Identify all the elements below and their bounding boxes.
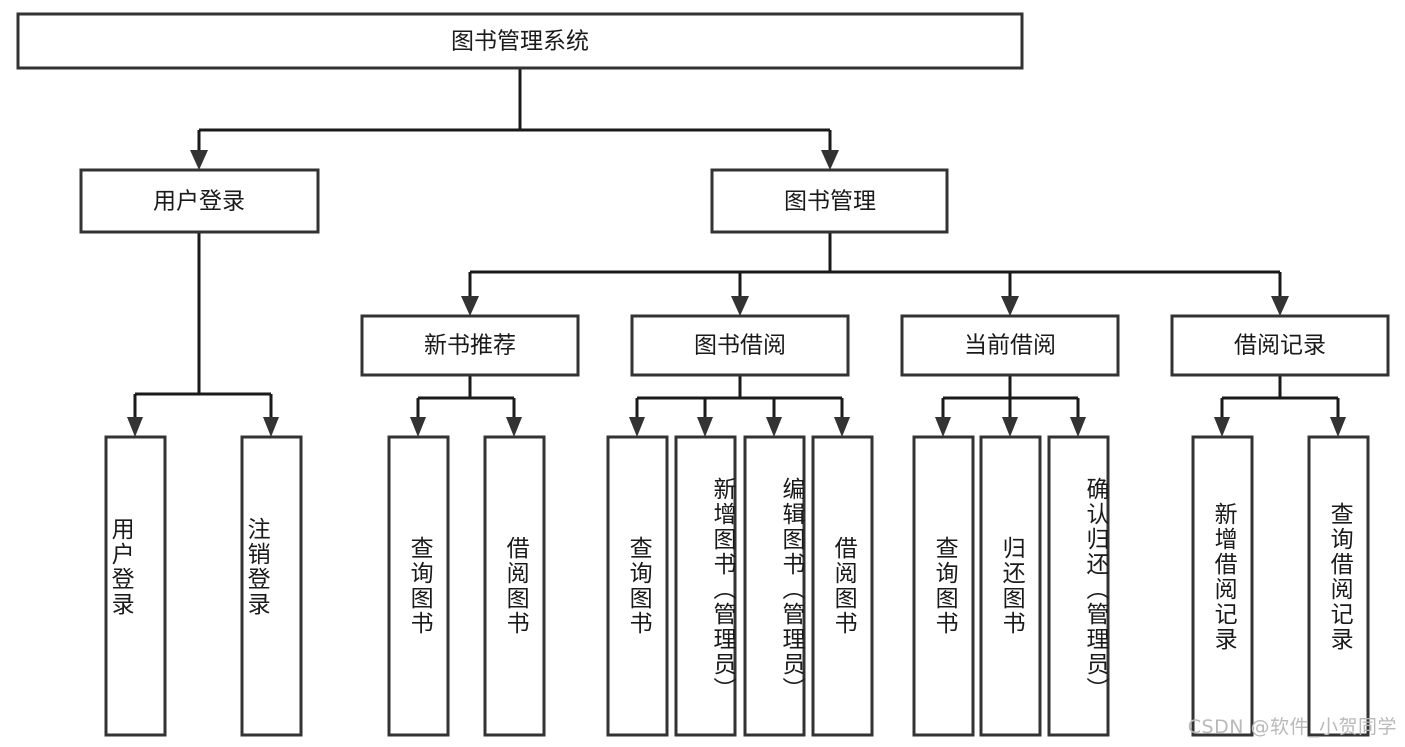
leaf-box-return-book[interactable] [979, 435, 1042, 737]
node-label-user-login: 用户登录 [153, 189, 245, 215]
arrowhead-leaf-user-login [127, 417, 143, 437]
node-label-current-borrow: 当前借阅 [964, 333, 1056, 359]
leaf-box-user-login[interactable] [104, 435, 167, 737]
node-label-borrow-record: 借阅记录 [1234, 333, 1326, 359]
arrowhead-leaf-confirm-return [1070, 417, 1086, 437]
node-box-book-borrow[interactable] [630, 314, 850, 377]
arrowhead-leaf-query-record [1330, 417, 1346, 437]
leaf-box-borrow-book-b[interactable] [811, 435, 874, 737]
leaf-box-confirm-return[interactable] [1047, 435, 1110, 737]
arrowhead-borrowrecord [1271, 296, 1289, 316]
arrowhead-bookborrow [731, 296, 749, 316]
arrowhead-leaf-return-book [1002, 417, 1018, 437]
arrowhead-leaf-borrow-book-b [834, 417, 850, 437]
node-label-new-book-recommend: 新书推荐 [424, 333, 516, 359]
leaf-box-query-book-c[interactable] [912, 435, 975, 737]
connector-group-current-borrow [935, 375, 1086, 437]
node-box-new-book-recommend[interactable] [360, 314, 580, 377]
arrowhead-leaf-edit-book [766, 417, 782, 437]
arrowhead-leaf-add-record [1214, 417, 1230, 437]
node-label-book-borrow: 图书借阅 [694, 333, 786, 359]
arrowhead-currentborrow [1001, 296, 1019, 316]
arrowhead-leaf-borrow-book-a [506, 417, 522, 437]
arrowhead-leaf-query-book-c [935, 417, 951, 437]
leaf-box-add-record[interactable] [1191, 435, 1254, 737]
leaf-box-query-book-a[interactable] [387, 435, 450, 737]
connector-group-book-borrow [629, 375, 850, 437]
node-label-root: 图书管理系统 [451, 29, 589, 55]
connector-group-book-manage [461, 232, 1289, 316]
leaf-box-query-book-b[interactable] [606, 435, 669, 737]
arrowhead-book-manage [821, 150, 839, 170]
connector-group-user-login [127, 232, 279, 437]
arrowhead-newbook [461, 296, 479, 316]
connector-group-new-book [410, 375, 522, 437]
node-box-user-login[interactable] [79, 168, 320, 234]
leaf-box-add-book[interactable] [674, 435, 737, 737]
node-box-borrow-record[interactable] [1170, 314, 1390, 377]
leaf-box-logout[interactable] [240, 435, 303, 737]
node-label-book-manage: 图书管理 [784, 189, 876, 215]
arrowhead-leaf-logout [263, 417, 279, 437]
node-box-book-manage[interactable] [710, 168, 949, 234]
leaf-box-query-record[interactable] [1307, 435, 1370, 737]
csdn-watermark: CSDN @软件_小贺同学 [1187, 716, 1397, 738]
arrowhead-leaf-query-book-a [410, 417, 426, 437]
connector-group-borrow-record [1214, 375, 1346, 437]
connector-group-root [190, 68, 839, 170]
arrowhead-user-login [190, 150, 208, 170]
leaf-box-borrow-book-a[interactable] [483, 435, 546, 737]
node-box-root[interactable] [16, 12, 1024, 70]
node-box-current-borrow[interactable] [900, 314, 1120, 377]
leaf-box-edit-book[interactable] [743, 435, 806, 737]
arrowhead-leaf-query-book-b [629, 417, 645, 437]
arrowhead-leaf-add-book [697, 417, 713, 437]
